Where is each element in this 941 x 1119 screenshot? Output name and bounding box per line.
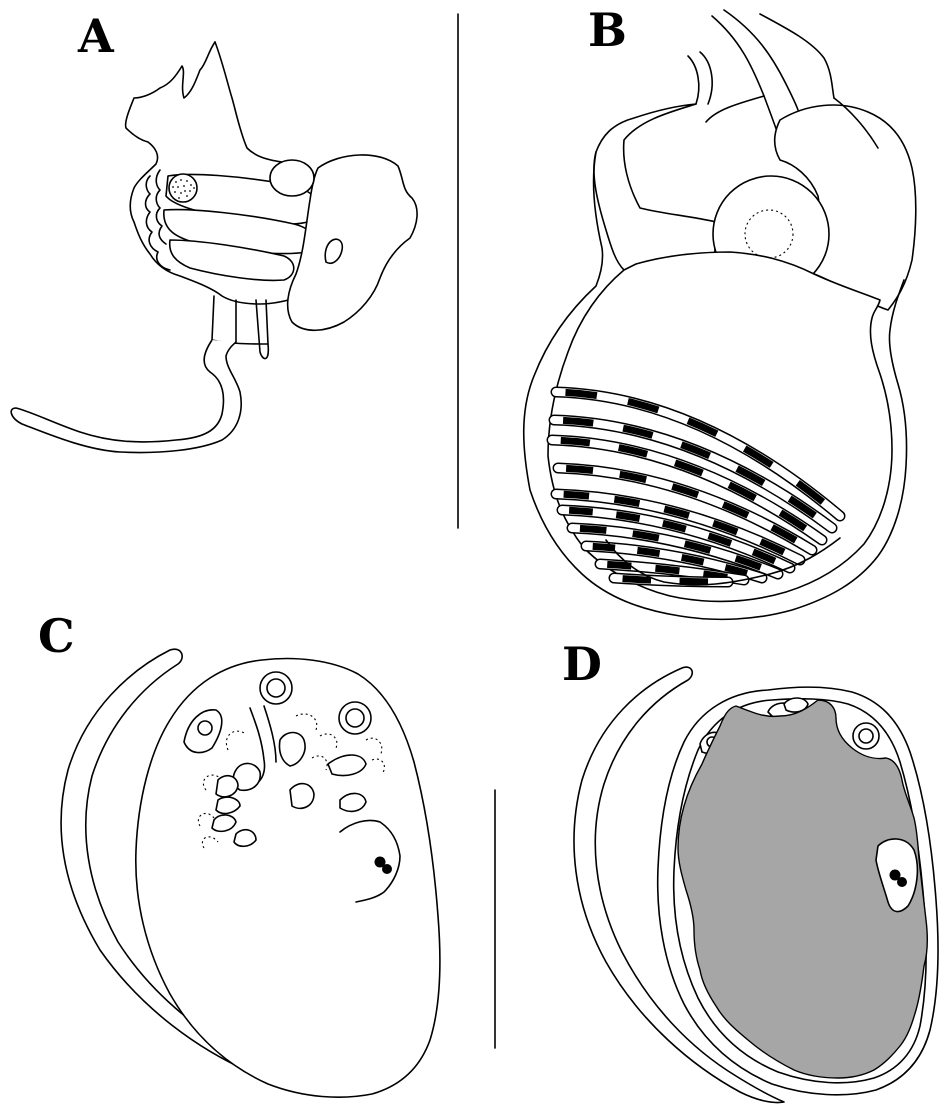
panel-b-drawing (524, 10, 916, 619)
panel-b: B (524, 3, 916, 619)
panel-d: D (562, 637, 938, 1103)
panel-a: A (11, 9, 417, 453)
panel-label-c: C (38, 609, 75, 663)
panel-label-b: B (588, 3, 627, 57)
panel-d-drawing (574, 667, 938, 1102)
panel-label-a: A (77, 9, 115, 63)
panel-a-drawing (11, 42, 417, 453)
panel-label-d: D (562, 637, 602, 691)
panel-c-drawing (61, 649, 440, 1097)
panel-c: C (38, 609, 440, 1097)
